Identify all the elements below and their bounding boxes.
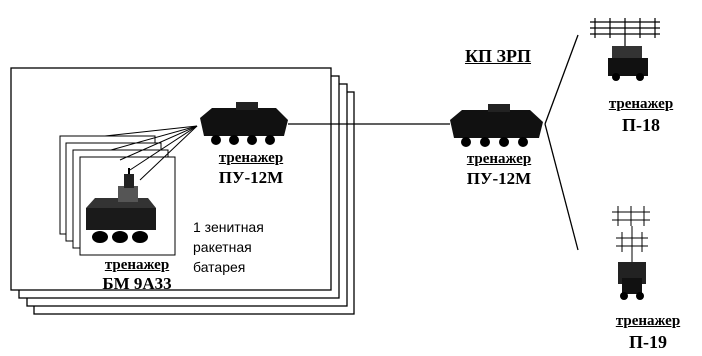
battery-pu12m-vehicle-icon — [200, 102, 288, 145]
link-cp-to-p18 — [544, 34, 579, 125]
p19-radar-icon — [612, 206, 650, 300]
cp-pu-trainer-label: тренажер — [466, 151, 532, 167]
cp-pu-name-label: ПУ-12М — [466, 169, 532, 188]
link-cp-to-p19 — [544, 123, 579, 251]
bm-9a33-vehicle-icon — [86, 168, 156, 243]
p18-trainer-label: тренажер — [608, 96, 674, 112]
battery-pu-trainer-label: тренажер — [218, 150, 284, 166]
p19-name-label: П-19 — [629, 332, 667, 352]
bm-name-label: БМ 9А33 — [102, 274, 172, 293]
p19-trainer-label: тренажер — [615, 313, 681, 329]
battery-description-line-2: ракетная — [193, 239, 252, 255]
battery-description-line-3: батарея — [193, 259, 246, 275]
command-post-title: КП ЗРП — [464, 46, 532, 66]
battery-pu-name-label: ПУ-12М — [218, 168, 284, 187]
p18-radar-icon — [590, 18, 660, 81]
bm-fan-links — [104, 125, 198, 181]
battery-description-line-1: 1 зенитная — [193, 219, 264, 235]
p18-name-label: П-18 — [622, 115, 660, 135]
cp-pu12m-vehicle-icon — [450, 104, 543, 147]
bm-trainer-label: тренажер — [104, 257, 170, 273]
